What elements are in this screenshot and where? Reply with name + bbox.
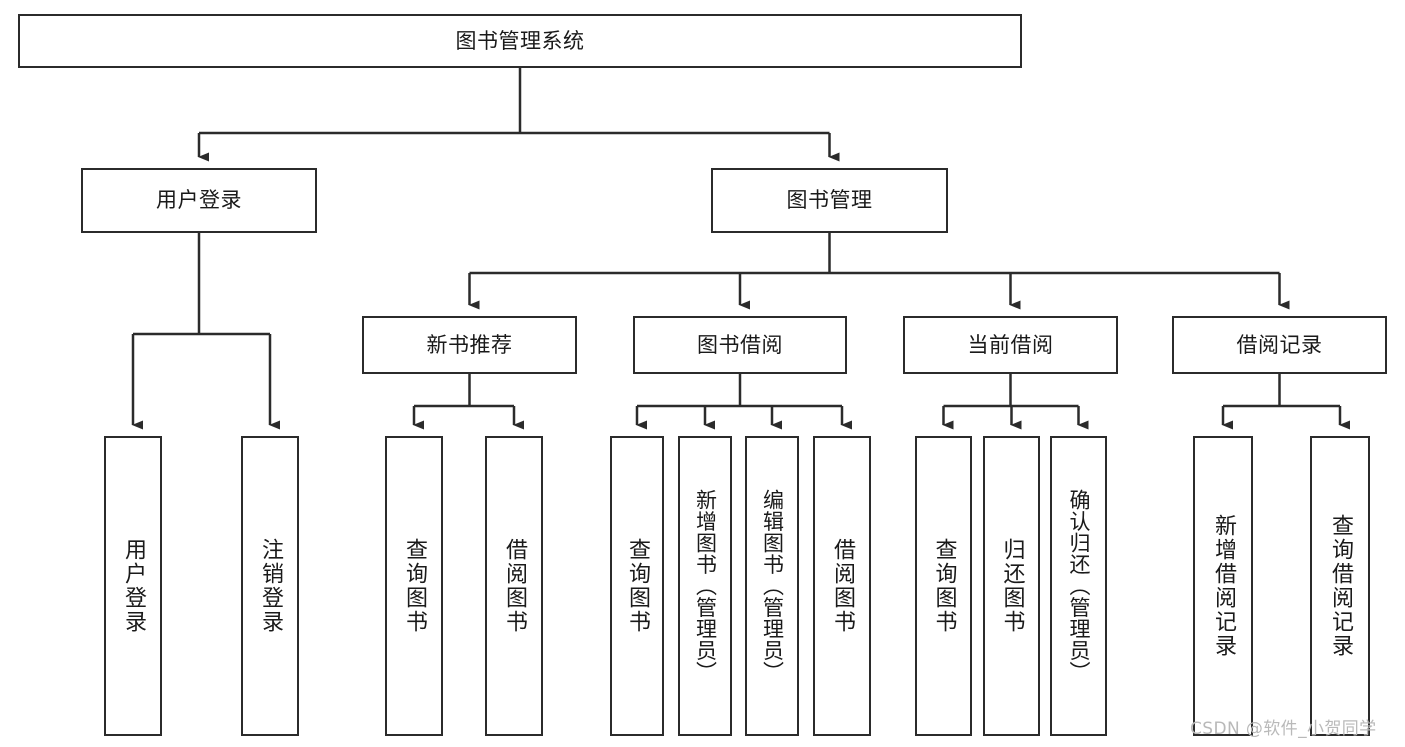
node-current-borrow[interactable]: 当前借阅 [903, 316, 1118, 374]
node-label: 确认归还（管理员） [1067, 489, 1091, 683]
node-leaf-query-book[interactable]: 查询图书 [610, 436, 664, 736]
node-leaf-query-book-cur[interactable]: 查询图书 [915, 436, 972, 736]
node-leaf-borrow-book[interactable]: 借阅图书 [813, 436, 871, 736]
node-label: 新增借阅记录 [1211, 514, 1236, 658]
node-leaf-borrow-book-rec[interactable]: 借阅图书 [485, 436, 543, 736]
node-new-book-recommend[interactable]: 新书推荐 [362, 316, 577, 374]
connector-lines [131, 68, 1350, 430]
node-label: 图书借阅 [697, 332, 783, 357]
node-label: 注销登录 [258, 538, 283, 634]
node-label: 查询借阅记录 [1328, 514, 1353, 658]
node-user-login[interactable]: 用户登录 [81, 168, 317, 233]
node-borrow-record[interactable]: 借阅记录 [1172, 316, 1387, 374]
node-root[interactable]: 图书管理系统 [18, 14, 1022, 68]
node-leaf-add-record[interactable]: 新增借阅记录 [1193, 436, 1253, 736]
node-leaf-user-login[interactable]: 用户登录 [104, 436, 162, 736]
node-label: 借阅图书 [830, 538, 855, 634]
node-label: 图书管理 [786, 188, 873, 213]
node-label: 借阅记录 [1236, 332, 1323, 357]
node-label: 图书管理系统 [455, 28, 585, 53]
node-label: 查询图书 [931, 538, 957, 634]
node-label: 新书推荐 [426, 332, 513, 357]
node-label: 借阅图书 [502, 538, 527, 634]
node-label: 归还图书 [999, 538, 1025, 634]
node-book-borrow[interactable]: 图书借阅 [633, 316, 847, 374]
node-label: 当前借阅 [967, 332, 1054, 357]
node-label: 用户登录 [156, 188, 242, 213]
node-leaf-logout[interactable]: 注销登录 [241, 436, 299, 736]
node-label: 编辑图书（管理员） [760, 489, 785, 683]
node-leaf-edit-book[interactable]: 编辑图书（管理员） [745, 436, 799, 736]
node-label: 查询图书 [625, 538, 650, 634]
node-leaf-confirm-return[interactable]: 确认归还（管理员） [1050, 436, 1107, 736]
node-book-manage[interactable]: 图书管理 [711, 168, 948, 233]
node-leaf-query-book-rec[interactable]: 查询图书 [385, 436, 443, 736]
node-label: 新增图书（管理员） [693, 489, 718, 683]
watermark-label: CSDN @软件_小贺同学 [1190, 719, 1377, 739]
node-leaf-query-record[interactable]: 查询借阅记录 [1310, 436, 1370, 736]
node-leaf-add-book[interactable]: 新增图书（管理员） [678, 436, 732, 736]
node-label: 用户登录 [121, 538, 146, 634]
node-leaf-return-book[interactable]: 归还图书 [983, 436, 1040, 736]
node-label: 查询图书 [402, 538, 427, 634]
